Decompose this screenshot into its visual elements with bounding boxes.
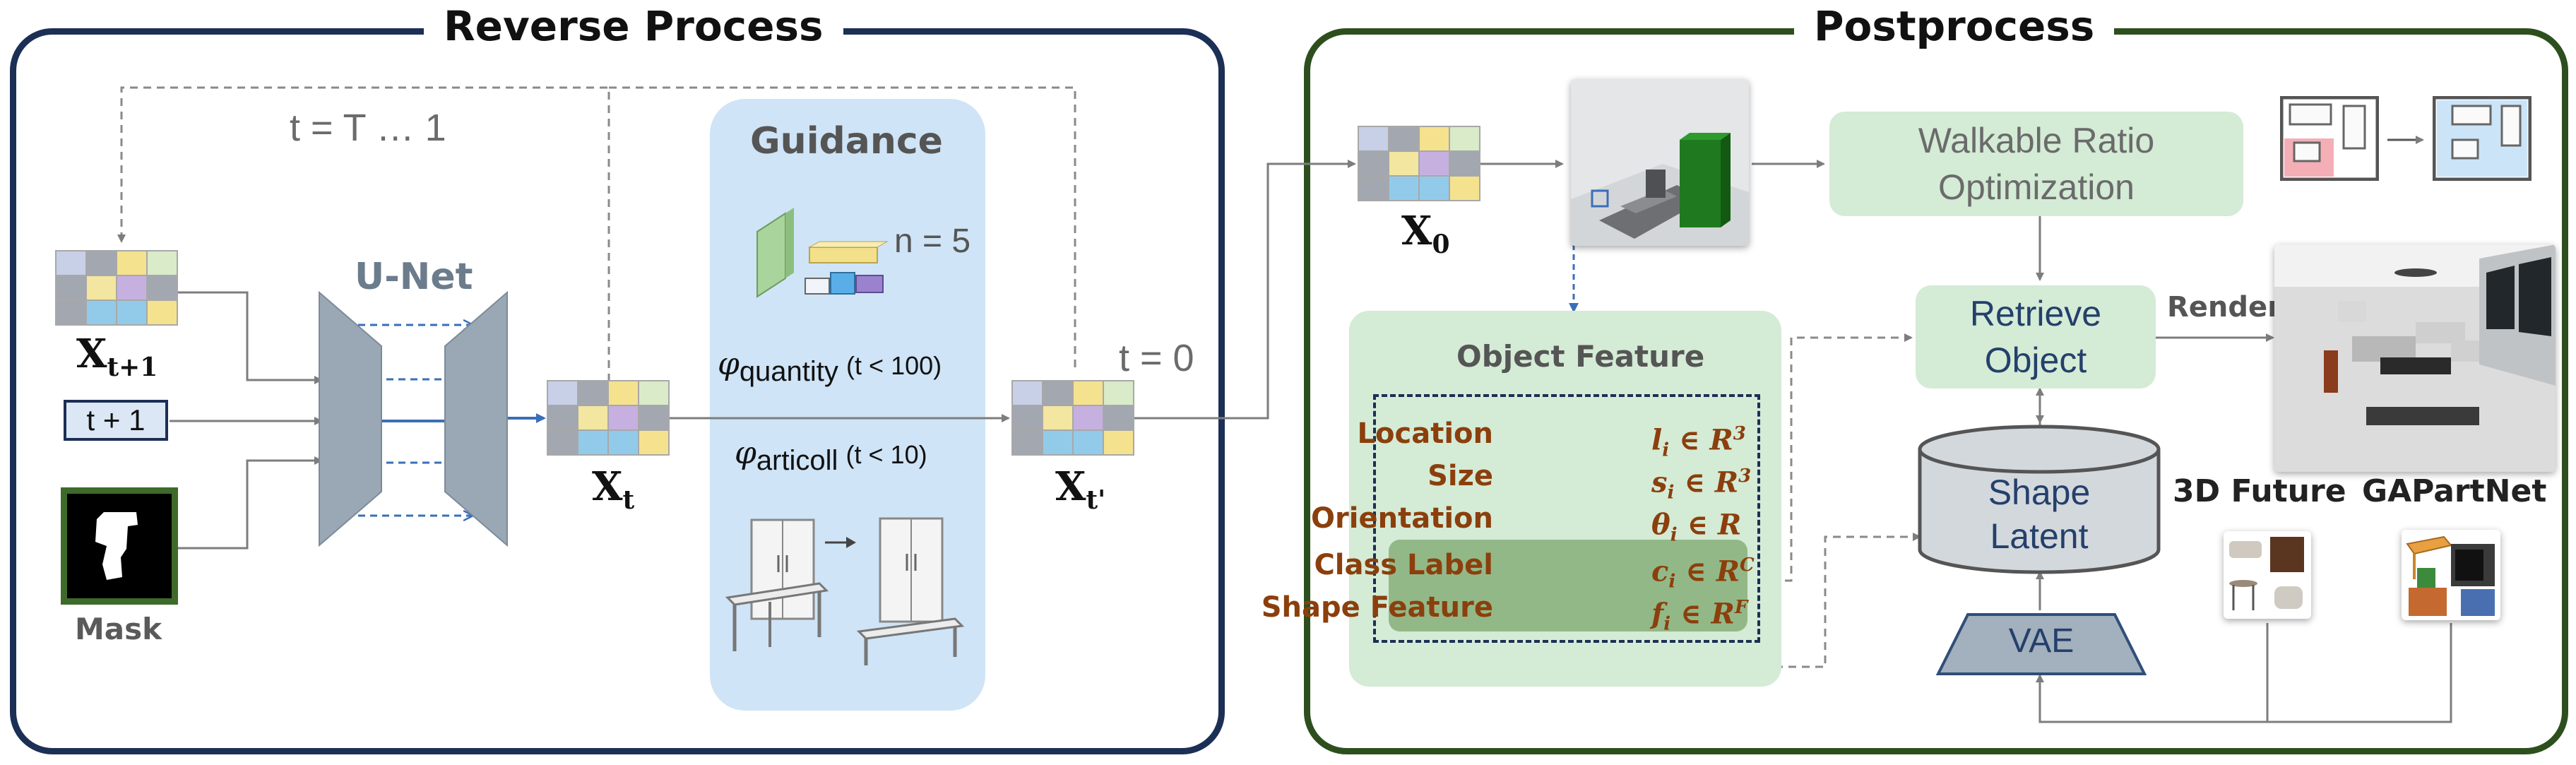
gapartnet-thumbnail — [2402, 530, 2500, 620]
phi-quantity: φquantity (t < 100) — [718, 346, 942, 387]
feature-row-shape-feature: Shape Feature fi ∈ RF — [1261, 591, 1748, 635]
x-t-label: Xt — [592, 463, 635, 516]
t-plus-1-box: t + 1 — [64, 400, 168, 441]
x-tprime-matrix — [1011, 380, 1134, 456]
class-shape-highlight — [1389, 540, 1747, 631]
feature-list: Location li ∈ R3 Size si ∈ R3 Orientatio… — [1261, 413, 1755, 635]
guidance-title: Guidance — [750, 120, 943, 162]
loop-arrow — [117, 86, 610, 381]
mask-to-unet — [178, 456, 323, 550]
intermediate-render — [1571, 79, 1749, 246]
mask-image — [61, 487, 178, 605]
x-tprime-label: Xt' — [1055, 463, 1106, 516]
mask-label: Mask — [75, 612, 162, 646]
tprime-loop-line — [609, 86, 1076, 367]
loop-label: t = T … 1 — [290, 107, 446, 149]
unet-shape — [319, 290, 508, 547]
furniture-collision-illustration — [725, 517, 965, 665]
xt1-to-unet — [177, 291, 323, 384]
feature-row-size: Size si ∈ R3 — [1428, 460, 1752, 504]
x-t1-matrix — [55, 250, 178, 326]
reverse-process-title: Reverse Process — [424, 1, 843, 51]
shape-latent-cylinder — [1918, 425, 2161, 574]
final-room-render — [2274, 244, 2556, 472]
feature-row-orientation: Orientation θi ∈ R — [1311, 502, 1742, 546]
x0-matrix — [1358, 126, 1480, 201]
3d-future-label: 3D Future — [2173, 473, 2346, 509]
feature-row-location: Location li ∈ R3 — [1357, 417, 1746, 461]
x-t-matrix — [547, 380, 670, 456]
object-feature-title: Object Feature — [1456, 339, 1705, 374]
retrieve-object-box: Retrieve Object — [1916, 285, 2156, 389]
phi-articoll: φarticoll (t < 10) — [735, 435, 927, 476]
shape-latent-label: Shape Latent — [1988, 473, 2091, 556]
object-feature-dashed-frame — [1373, 394, 1760, 643]
xtprime-to-x0 — [1134, 160, 1356, 420]
walkable-ratio-optimization-box: Walkable Ratio Optimization — [1829, 112, 2243, 216]
gapartnet-label: GAPartNet — [2362, 473, 2547, 509]
unet-label: U-Net — [355, 256, 473, 298]
boxes-icon — [756, 208, 889, 298]
feature-row-class-label: Class Label ci ∈ RC — [1314, 549, 1755, 593]
t-zero-label: t = 0 — [1119, 337, 1194, 379]
vae-shape — [1935, 613, 2147, 675]
3d-future-thumbnail — [2224, 531, 2311, 619]
n-label: n = 5 — [894, 223, 971, 260]
render-label: Render — [2167, 291, 2281, 324]
x-t1-label: Xt+1 — [76, 331, 158, 383]
floorplan-before-icon — [2280, 96, 2379, 181]
x0-label: X0 — [1401, 208, 1450, 260]
floorplan-after-icon — [2433, 96, 2532, 181]
vae-label: VAE — [2008, 622, 2075, 660]
postprocess-title: Postprocess — [1794, 1, 2115, 51]
